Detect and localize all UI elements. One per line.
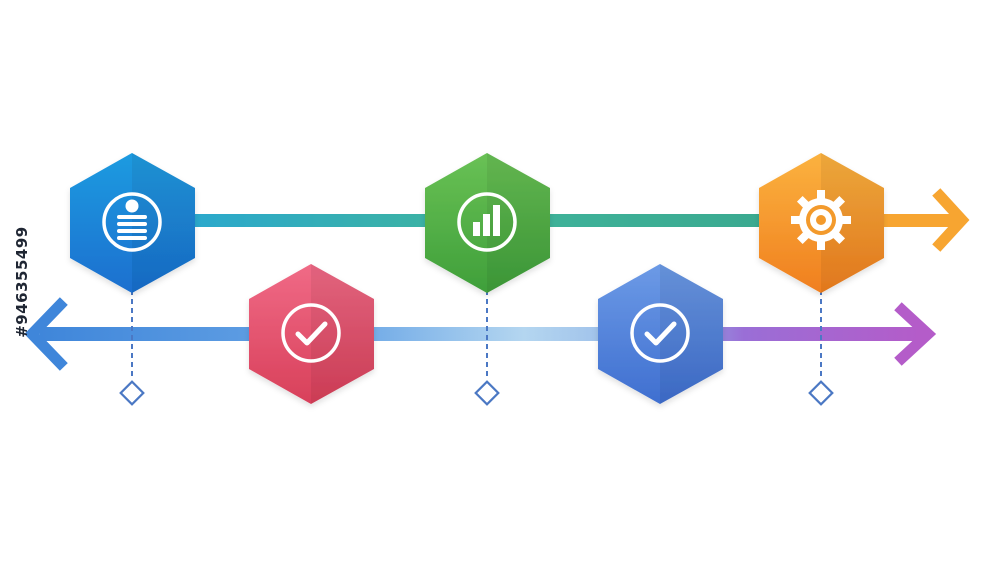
connector-3: [808, 290, 834, 406]
connector-2: [474, 290, 500, 406]
bottom-timeline: [24, 297, 937, 371]
node-4: [598, 264, 723, 404]
stock-id-text: #946355499: [13, 226, 31, 338]
gear-icon: [791, 190, 851, 250]
diamond-marker-2: [474, 380, 500, 406]
check-icon: [630, 303, 690, 363]
left-arrowhead: [24, 297, 68, 371]
diamond-marker-1: [119, 380, 145, 406]
connector-1: [119, 290, 145, 406]
node-2: [249, 264, 374, 404]
bar-chart-icon: [457, 192, 517, 252]
bottom-line: [40, 327, 920, 341]
check-icon: [281, 303, 341, 363]
right-arrowhead-bottom: [894, 302, 937, 366]
diamond-marker-3: [808, 380, 834, 406]
right-arrowhead-top: [932, 188, 970, 252]
person-card-icon: [102, 192, 162, 252]
